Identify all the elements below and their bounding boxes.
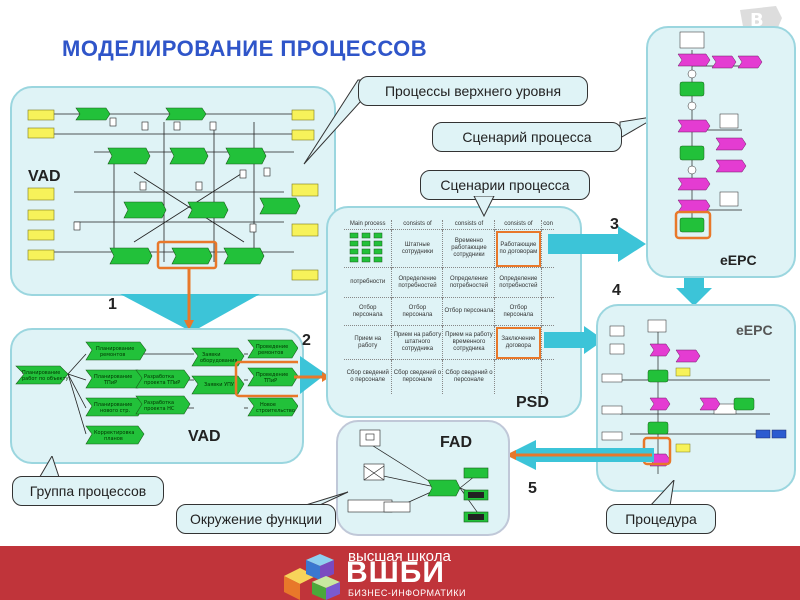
psd-header-3: consists of xyxy=(494,220,543,230)
psd-cell-2-3: Отбор персонала xyxy=(494,297,543,326)
psd-cell-3-1: Прием на работу штатного сотрудника xyxy=(391,325,444,360)
step-number-2: 2 xyxy=(302,332,311,349)
svg-text:ТПиР: ТПиР xyxy=(103,380,117,386)
psd-header-row: Main process consists of consists of con… xyxy=(344,220,554,230)
callout-process-scenario: Сценарий процесса xyxy=(432,122,622,152)
cube-logo-icon xyxy=(284,554,340,600)
table-row: Отбор персонала Отбор персонала Отбор пе… xyxy=(344,297,554,326)
svg-text:B: B xyxy=(750,10,764,31)
psd-cell-2-0: Отбор персонала xyxy=(344,297,393,326)
callout-procedure: Процедура xyxy=(606,504,716,534)
psd-cell-4-1: Сбор сведений о персонале xyxy=(391,359,444,394)
svg-text:Разработка: Разработка xyxy=(144,400,174,406)
connector-vad-psd xyxy=(294,372,330,382)
psd-cell-0-3: Работающие по договорам xyxy=(494,229,543,268)
svg-text:Разработка: Разработка xyxy=(144,374,174,380)
svg-text:нового стр.: нового стр. xyxy=(100,408,130,414)
callout-process-scenarios: Сценарии процесса xyxy=(420,170,590,200)
svg-text:строительство: строительство xyxy=(256,408,295,414)
vad-bottom-diagram: Планирование работ по объекту Планирован… xyxy=(15,339,298,445)
page-title: МОДЕЛИРОВАНИЕ ПРОЦЕССОВ xyxy=(62,36,428,61)
psd-function-grid-icon xyxy=(349,232,382,263)
fad-diagram xyxy=(347,429,489,523)
psd-table: Main process consists of consists of con… xyxy=(344,220,554,394)
eepc-mid-label: eEPC xyxy=(736,322,773,338)
svg-text:ТПиР: ТПиР xyxy=(263,378,277,384)
svg-text:Корректировка: Корректировка xyxy=(94,430,134,436)
footer-brand: ВШБИ xyxy=(346,556,445,589)
callout-process-group: Группа процессов xyxy=(12,476,164,506)
svg-text:Планирование: Планирование xyxy=(96,346,134,352)
psd-cell-0-2: Временно работающие сотрудники xyxy=(442,229,496,268)
brand-watermark-icon: B xyxy=(740,6,782,32)
psd-header-0: Main process xyxy=(344,220,393,230)
psd-cell-1-1: Определение потребностей xyxy=(391,267,444,298)
svg-text:Новое: Новое xyxy=(260,402,276,408)
psd-cell-2-2: Отбор персонала xyxy=(442,297,496,326)
step-number-5: 5 xyxy=(528,480,537,497)
svg-text:ремонтов: ремонтов xyxy=(100,352,125,358)
svg-text:проекта НС: проекта НС xyxy=(144,406,175,412)
connector-epc-fad xyxy=(506,450,652,460)
svg-text:работ по объекту: работ по объекту xyxy=(22,376,68,382)
psd-header-2: consists of xyxy=(442,220,496,230)
arrow-4-horizontal xyxy=(544,326,604,354)
table-row: Сбор сведений о персонале Сбор сведений … xyxy=(344,359,554,394)
svg-text:Планирование: Планирование xyxy=(94,374,132,380)
vad-bottom-label: VAD xyxy=(188,428,221,445)
psd-cell-0-0 xyxy=(344,229,393,268)
psd-cell-3-0: Прием на работу xyxy=(344,325,393,360)
psd-cell-1-2: Определение потребностей xyxy=(442,267,496,298)
psd-cell-0-1: Штатные сотрудники xyxy=(391,229,444,268)
psd-cell-1-0: потребности xyxy=(344,267,393,298)
vad-node-0: Планирование xyxy=(22,370,60,376)
fad-label: FAD xyxy=(440,434,472,451)
svg-text:Проведение: Проведение xyxy=(256,372,288,378)
callout-tail-process-scenarios xyxy=(473,196,495,218)
arrow-4-vertical xyxy=(676,272,712,306)
eepc-top-label: eEPC xyxy=(720,252,757,268)
table-row: потребности Определение потребностей Опр… xyxy=(344,267,554,298)
vad-top-diagram xyxy=(27,107,319,281)
footer-subtitle: БИЗНЕС-ИНФОРМАТИКИ xyxy=(348,588,466,598)
eepc-top-diagram xyxy=(674,31,763,240)
svg-text:Проведение: Проведение xyxy=(256,344,288,350)
table-row: Штатные сотрудники Временно работающие с… xyxy=(344,229,554,268)
eepc-mid-diagram xyxy=(601,319,787,474)
arrow-2 xyxy=(300,356,326,394)
footer-school: высшая школа xyxy=(348,548,451,565)
psd-header-4: con xyxy=(543,221,553,227)
psd-cell-3-2: Прием на работу временного сотрудника xyxy=(442,325,496,360)
psd-header-1: consists of xyxy=(391,220,444,230)
vad-top-label: VAD xyxy=(28,168,61,185)
step-number-1: 1 xyxy=(108,296,117,313)
psd-cell-2-1: Отбор персонала xyxy=(391,297,444,326)
svg-text:Планирование: Планирование xyxy=(94,402,132,408)
psd-cell-4-3 xyxy=(494,359,543,394)
svg-text:планов: планов xyxy=(104,436,123,442)
psd-cell-1-3: Определение потребностей xyxy=(494,267,543,298)
svg-text:проекта ТПиР: проекта ТПиР xyxy=(144,380,180,386)
connector-vad-down xyxy=(184,268,194,330)
psd-cell-4-0: Сбор сведений о персонале xyxy=(344,359,393,394)
svg-text:ремонтов: ремонтов xyxy=(258,350,283,356)
svg-text:оборудования: оборудования xyxy=(200,358,237,364)
callout-function-environment: Окружение функции xyxy=(176,504,336,534)
svg-text:Заявки УПУ: Заявки УПУ xyxy=(204,382,234,388)
arrow-3 xyxy=(548,226,646,262)
step-number-4: 4 xyxy=(612,282,621,299)
table-row: Прием на работу Прием на работу штатного… xyxy=(344,325,554,360)
svg-text:Заявки: Заявки xyxy=(202,352,221,358)
step-number-3: 3 xyxy=(610,216,619,233)
vad-top-panel xyxy=(10,86,336,296)
psd-label: PSD xyxy=(516,394,549,411)
psd-cell-4-2: Сбор сведений о персонале xyxy=(442,359,496,394)
callout-top-processes: Процессы верхнего уровня xyxy=(358,76,588,106)
psd-cell-3-3: Заключение договора xyxy=(494,325,543,360)
footer-bar xyxy=(0,546,800,600)
